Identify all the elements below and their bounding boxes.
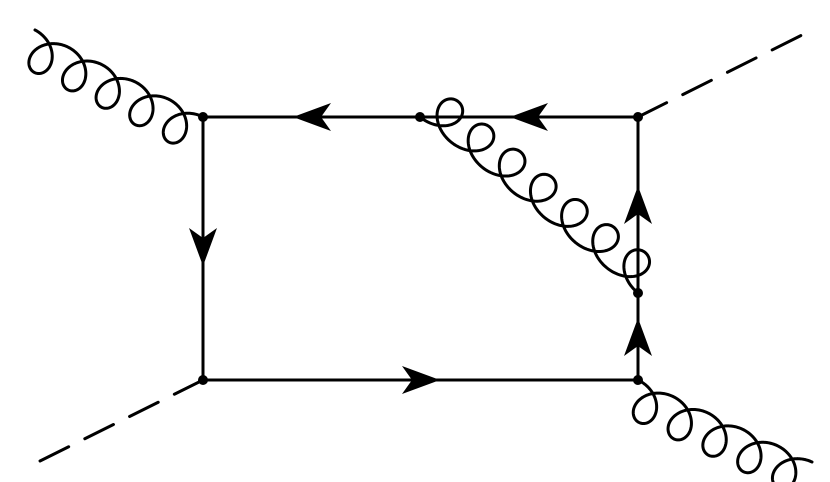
gluon-external-bottom-right [631, 378, 814, 482]
vertex-top-right [633, 112, 643, 122]
arrow-right-lower-up [624, 318, 652, 356]
arrow-top-left-left [293, 103, 331, 131]
scalar-line-bottom-left [28, 378, 205, 468]
vertex-bottom-left [198, 375, 208, 385]
gluon-internal [418, 97, 652, 295]
gluon-external-top-left [27, 28, 205, 145]
vertex-bottom-right [633, 375, 643, 385]
vertex-right-middle [633, 288, 643, 298]
arrow-bottom-right [402, 366, 440, 394]
arrow-top-right-left [510, 103, 548, 131]
arrow-left-down [189, 228, 217, 266]
vertex-top-left [198, 112, 208, 122]
arrow-right-upper-up [624, 186, 652, 224]
scalar-line-top-right [636, 28, 814, 119]
vertex-top-middle [415, 112, 425, 122]
